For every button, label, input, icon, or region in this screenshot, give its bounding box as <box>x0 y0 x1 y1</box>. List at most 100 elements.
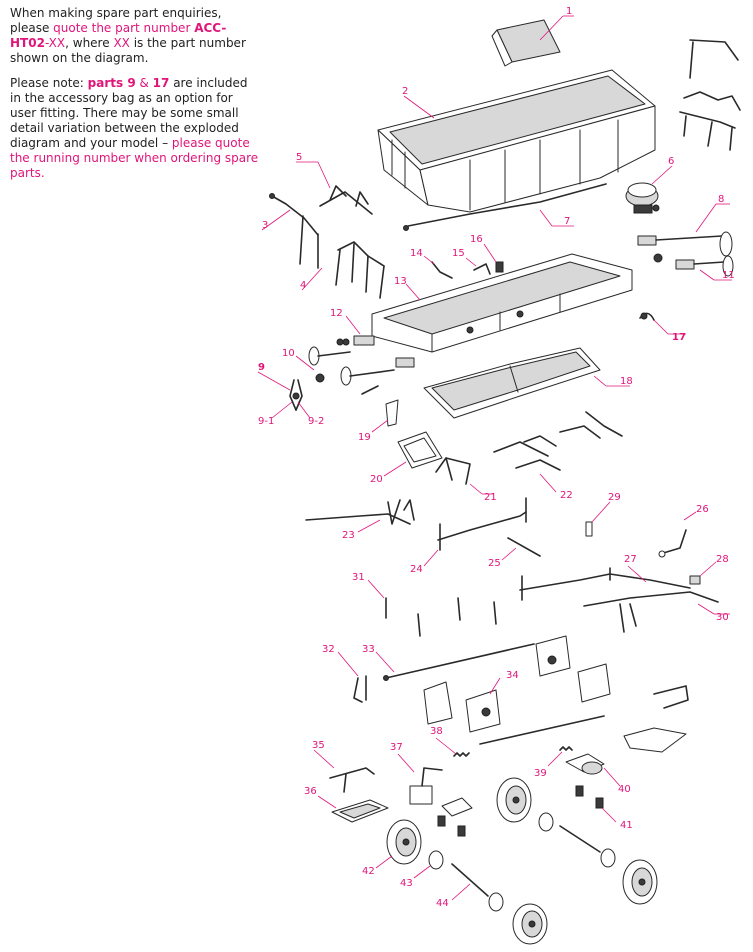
part-42-drawing <box>386 819 422 865</box>
callout-31: 31 <box>352 572 385 599</box>
callout-21-label: 21 <box>484 492 497 503</box>
part-20-drawing <box>397 431 443 469</box>
brake-gear-drawing <box>679 39 741 151</box>
accessory-note: Please note: parts 9 & 17 are included i… <box>10 76 262 181</box>
part-15-drawing <box>473 263 491 275</box>
part-prefix: ACC-HT02 <box>10 21 227 50</box>
callout-31-label: 31 <box>352 572 365 583</box>
callout-13-label: 13 <box>394 276 407 287</box>
callout-37: 37 <box>390 742 415 773</box>
callout-39-label: 39 <box>534 768 547 779</box>
callout-42-label: 42 <box>362 866 375 877</box>
callout-16-label: 16 <box>470 234 483 245</box>
plate-drawing <box>441 797 473 817</box>
axle-guard-right-drawing <box>623 685 689 753</box>
callout-11: 11 <box>699 269 735 281</box>
part-27-drawing <box>519 567 691 601</box>
callout-1-label: 1 <box>566 6 572 17</box>
part-38-drawing <box>453 752 470 757</box>
callout-9-1-label: 9-1 <box>258 416 274 427</box>
enquiry-note: When making spare part enquiries, please… <box>10 6 262 66</box>
callout-23: 23 <box>342 519 381 541</box>
brake-rod-drawing <box>479 715 605 745</box>
callout-17: 17 <box>653 319 686 343</box>
part-30-drawing <box>583 591 719 633</box>
part-2-drawing <box>377 69 656 213</box>
callout-29-label: 29 <box>608 492 621 503</box>
part-1-drawing <box>491 19 561 67</box>
callout-7: 7 <box>539 209 574 227</box>
callout-9-2: 9-2 <box>297 401 324 427</box>
part-36-drawing <box>331 799 389 823</box>
callout-26-label: 26 <box>696 504 709 515</box>
callout-13: 13 <box>394 276 421 301</box>
part-23-drawing <box>305 499 415 525</box>
callout-38-label: 38 <box>430 726 443 737</box>
callout-10-label: 10 <box>282 348 295 359</box>
callout-42: 42 <box>362 855 393 877</box>
callout-33: 33 <box>362 644 395 673</box>
part-18-drawing <box>423 347 601 419</box>
note-highlight: 17 <box>152 76 170 90</box>
callout-12: 12 <box>330 308 361 335</box>
part-16-drawing <box>495 261 504 273</box>
part-21-drawing <box>435 457 471 485</box>
callout-9-1: 9-1 <box>258 401 293 427</box>
callout-19-label: 19 <box>358 432 371 443</box>
callout-18: 18 <box>593 375 633 387</box>
part-6-drawing <box>625 182 660 214</box>
note-text: are included in the accessory bag as an … <box>10 76 248 150</box>
callout-22: 22 <box>539 473 573 501</box>
part-43-drawing <box>428 812 616 912</box>
part-suffix: -XX <box>44 36 66 50</box>
note-highlight: parts 9 <box>87 76 136 90</box>
part-24-drawing <box>437 497 527 551</box>
part-22-drawing <box>493 411 623 471</box>
wheel-drawing <box>496 777 658 945</box>
callout-32-label: 32 <box>322 644 335 655</box>
callout-21: 21 <box>469 483 497 503</box>
note-highlight: please quote the running number when ord… <box>10 136 259 180</box>
callout-7-label: 7 <box>564 216 570 227</box>
part-8-drawing <box>637 231 733 257</box>
callout-43-label: 43 <box>400 878 413 889</box>
callout-10: 10 <box>282 348 315 371</box>
part-13-drawing <box>371 253 633 353</box>
part-31-drawing <box>385 597 497 637</box>
callout-18-label: 18 <box>620 376 633 387</box>
part-17-drawing <box>639 312 655 321</box>
callout-38: 38 <box>430 726 457 755</box>
callout-20-label: 20 <box>370 474 383 485</box>
part-28-drawing <box>689 575 701 585</box>
callout-11-label: 11 <box>722 270 735 281</box>
callout-1: 1 <box>539 6 574 41</box>
callout-2: 2 <box>402 86 435 119</box>
callout-8: 8 <box>695 194 730 233</box>
callout-22-label: 22 <box>560 490 573 501</box>
callout-6-label: 6 <box>668 156 674 167</box>
callout-28-label: 28 <box>716 554 729 565</box>
part-3-drawing <box>269 193 319 269</box>
part-44-drawing <box>451 825 601 897</box>
callout-40-label: 40 <box>618 784 631 795</box>
callout-27: 27 <box>624 554 647 583</box>
callout-4: 4 <box>300 267 323 291</box>
callout-9-2-label: 9-2 <box>308 416 324 427</box>
callout-9: 9 <box>257 362 291 391</box>
callout-5-label: 5 <box>296 152 302 163</box>
callout-35-label: 35 <box>312 740 325 751</box>
callout-32: 32 <box>322 644 359 677</box>
callout-44: 44 <box>436 883 471 909</box>
note-highlight: & <box>135 76 153 90</box>
callout-33-label: 33 <box>362 644 375 655</box>
part-25-drawing <box>507 537 541 557</box>
note-text: , where <box>65 36 114 50</box>
callout-6: 6 <box>651 156 674 185</box>
part-40-drawing <box>565 753 605 775</box>
callout-15: 15 <box>452 248 477 267</box>
callout-27-label: 27 <box>624 554 637 565</box>
callout-26: 26 <box>683 504 709 521</box>
part-26-drawing <box>658 529 687 558</box>
callout-5: 5 <box>296 152 331 189</box>
callout-12-label: 12 <box>330 308 343 319</box>
